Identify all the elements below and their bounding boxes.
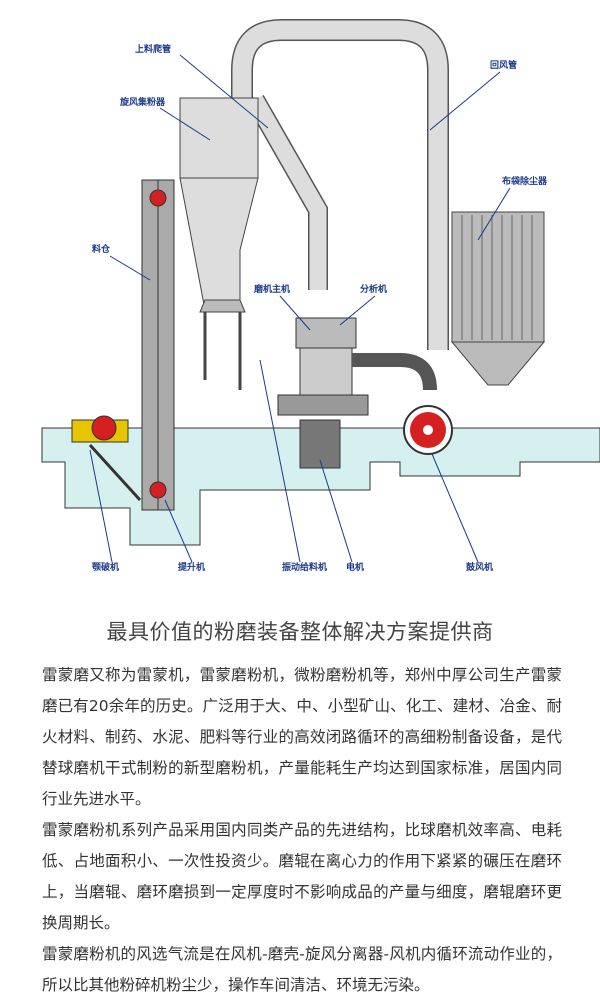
description: 雷蒙磨又称为雷蒙机，雷蒙磨粉机，微粉磨粉机等，郑州中厚公司生产雷蒙磨已有20余年… [42, 660, 562, 1001]
elevator [141, 179, 175, 511]
paragraph-airflow: 雷蒙磨粉机的风选气流是在风机-磨壳-旋风分离器-风机内循环流动作业的，所以比其他… [42, 945, 562, 994]
label-main-mill: 磨机主机 [253, 283, 290, 295]
cyclone [179, 97, 259, 390]
label-jaw-crusher: 颚破机 [92, 561, 119, 573]
jaw-crusher [71, 415, 142, 502]
label-bag-filter: 布袋除尘器 [501, 175, 548, 187]
label-classifier: 分析机 [360, 283, 387, 295]
raymond-mill-diagram: 上料爬管 旋风集粉器 回风管 布袋除尘器 料仓 磨机主机 分析机 颚破机 提升机… [41, 19, 600, 573]
label-hopper: 料仓 [92, 243, 111, 255]
page-title: 最具价值的粉磨装备整体解决方案提供商 [106, 620, 494, 644]
main-mill [277, 317, 437, 469]
blower [403, 405, 453, 455]
label-vibrating-feeder: 振动给料机 [282, 561, 327, 573]
return-air-pipe [231, 19, 449, 350]
foundation [41, 427, 600, 546]
label-cyclone: 旋风集粉器 [119, 96, 166, 108]
paragraph-advantages: 雷蒙磨粉机系列产品采用国内同类产品的先进结构，比球磨机效率高、电耗低、占地面积小… [42, 821, 562, 932]
label-feed-pipe: 上料爬管 [135, 43, 171, 55]
paragraph-intro: 雷蒙磨又称为雷蒙机，雷蒙磨粉机，微粉磨粉机等，郑州中厚公司生产雷蒙磨已有20余年… [42, 666, 562, 808]
label-elevator: 提升机 [178, 561, 205, 573]
label-blower: 鼓风机 [466, 561, 493, 573]
label-motor: 电机 [346, 561, 364, 573]
label-return-air-pipe: 回风管 [490, 59, 517, 71]
bag-filter [450, 211, 546, 386]
